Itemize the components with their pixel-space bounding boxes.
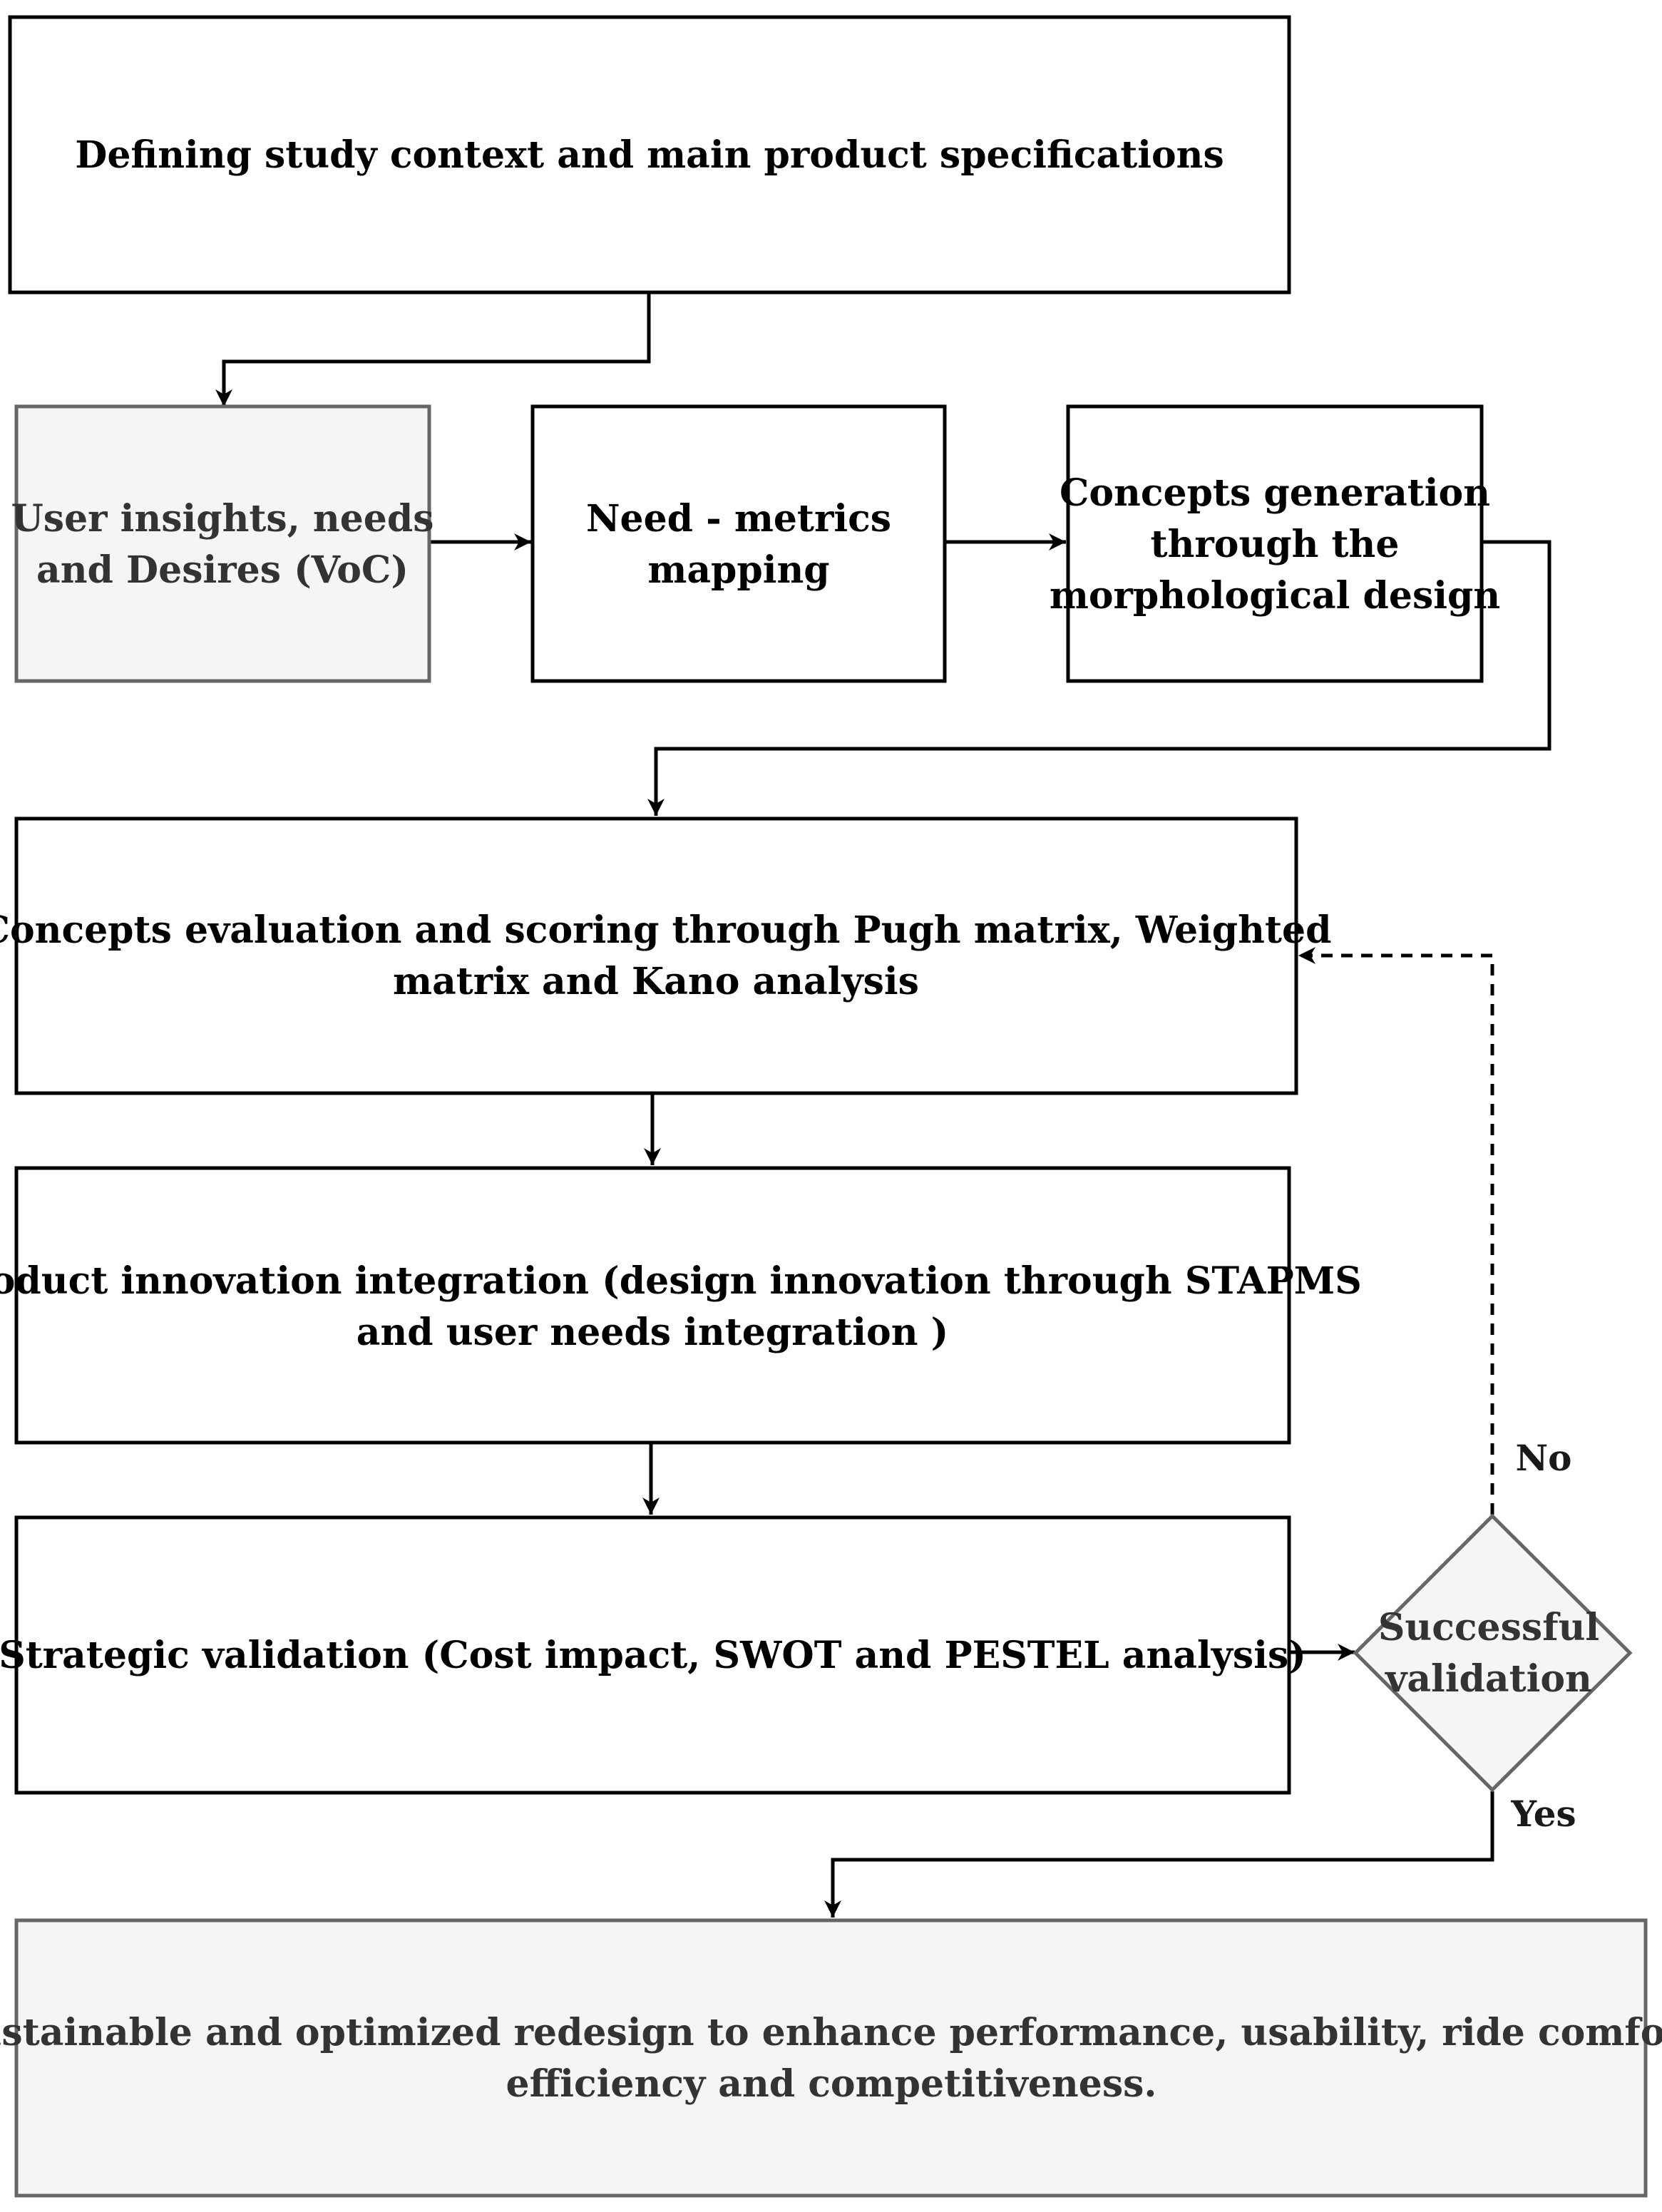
node-text-line: efficiency and competitiveness. [506,2062,1157,2106]
node-text-line: mapping [647,548,829,592]
node-strategic-validation-text: Strategic validation (Cost impact, SWOT … [0,1634,1306,1677]
node-user-insights-voc-box [14,404,431,683]
node-concepts-evaluation-text: Concepts evaluation and scoring through … [0,908,1331,1003]
node-text-line: Product innovation integration (design i… [0,1259,1362,1303]
node-text-line: Concepts generation [1060,471,1490,515]
node-text-line: Sustainable and optimized redesign to en… [0,2011,1662,2054]
node-user-insights-voc: User insights, needs and Desires (VoC) [11,404,434,683]
node-text-line: User insights, needs [11,497,434,541]
edge-decision-yes-to-result [824,1791,1494,1917]
node-product-innovation-integration-box [14,1166,1291,1445]
node-text-line: Successful [1378,1606,1599,1649]
node-successful-validation-diamond [1353,1513,1633,1793]
node-need-metrics-mapping-box [530,404,947,683]
edge-context-to-voc [215,294,651,406]
node-strategic-validation-box [14,1515,1291,1795]
node-study-context: Defining study context and main product … [8,15,1291,295]
node-text-line: Concepts evaluation and scoring through … [0,908,1331,952]
edge-label-yes: Yes [1510,1793,1576,1835]
node-text-line: through the [1151,523,1400,566]
edge-label-no: No [1515,1437,1571,1479]
edge-decision-no-to-evaluation [1298,947,1494,1515]
node-study-context-box [8,15,1291,295]
node-text-line: matrix and Kano analysis [393,960,919,1003]
node-text-line: Need - metrics [586,497,891,541]
node-text-line: Defining study context and main product … [75,133,1224,177]
node-concepts-generation: Concepts generation through the morphologi… [1050,404,1500,683]
node-strategic-validation: Strategic validation (Cost impact, SWOT … [0,1515,1306,1795]
node-study-context-text: Defining study context and main product … [75,133,1224,177]
node-text-line: morphological design [1050,574,1500,618]
node-text-line: Strategic validation (Cost impact, SWOT … [0,1634,1306,1677]
node-product-innovation-integration: Product innovation integration (design i… [0,1166,1362,1445]
node-text-line: and Desires (VoC) [36,548,409,592]
node-product-innovation-integration-text: Product innovation integration (design i… [0,1259,1362,1354]
node-need-metrics-mapping-text: Need - metrics mapping [586,497,891,592]
node-concepts-evaluation-box [14,816,1298,1095]
node-text-line: validation [1385,1657,1592,1701]
node-sustainable-redesign-result: Sustainable and optimized redesign to en… [0,1918,1662,2198]
edges [215,294,1551,1917]
node-successful-validation-text: Successful validation [1378,1606,1599,1701]
node-user-insights-voc-text: User insights, needs and Desires (VoC) [11,497,434,592]
node-need-metrics-mapping: Need - metrics mapping [530,404,947,683]
node-sustainable-redesign-result-text: Sustainable and optimized redesign to en… [0,2011,1662,2106]
node-concepts-generation-text: Concepts generation through the morphologi… [1050,471,1500,618]
node-successful-validation-decision: Successful validation [1353,1513,1633,1793]
node-text-line: and user needs integration ) [356,1311,948,1354]
node-sustainable-redesign-result-box [14,1918,1648,2198]
edge-concepts-generation-to-evaluation [647,540,1551,816]
node-concepts-evaluation: Concepts evaluation and scoring through … [0,816,1331,1095]
node-concepts-generation-box [1066,404,1484,683]
